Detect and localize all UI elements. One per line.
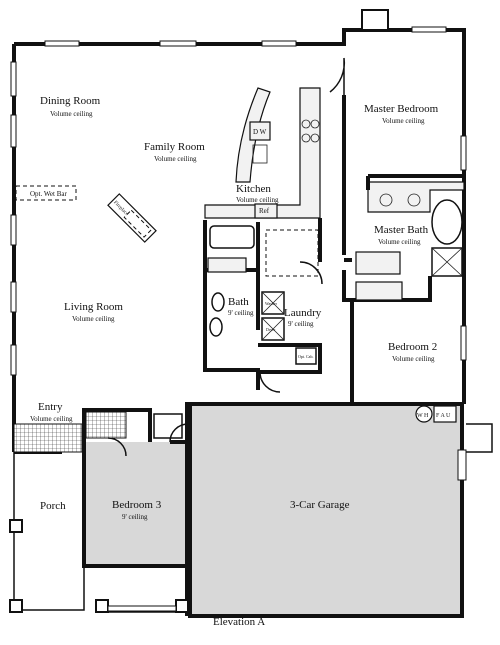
door-swing	[107, 437, 127, 457]
shower-mark	[431, 247, 463, 277]
door-swing	[329, 57, 346, 95]
bedroom2-label: Bedroom 2	[388, 341, 437, 353]
fireplace: Fireplace	[107, 193, 157, 243]
garage-label: 3-Car Garage	[290, 499, 350, 511]
bath-label: Bath	[228, 296, 249, 308]
refrigerator	[254, 203, 278, 219]
refrigerator-label: Ref	[259, 207, 270, 215]
master-closet-shelf	[355, 281, 403, 301]
porch-column	[175, 599, 189, 613]
porch-column	[95, 599, 109, 613]
family-room-note: Volume ceiling	[154, 155, 197, 163]
porch-column	[9, 599, 23, 613]
porch-column	[9, 519, 23, 533]
door-swing	[299, 261, 323, 285]
exterior-wall	[12, 28, 466, 618]
entry-label: Entry	[38, 401, 63, 413]
living-room-label: Living Room	[64, 301, 123, 313]
window	[10, 344, 17, 376]
dryer-label: Dryer	[266, 327, 276, 332]
window	[107, 605, 177, 612]
entry-note: Volume ceiling	[30, 415, 73, 423]
window	[411, 26, 447, 33]
bathtub	[209, 225, 255, 249]
wet-bar-label: Opt. Wet Bar	[30, 190, 67, 198]
entry-tile	[13, 423, 83, 453]
sink	[252, 144, 268, 164]
cabinet	[295, 347, 317, 365]
garage-floor	[190, 404, 462, 616]
dryer	[261, 317, 285, 341]
porch-label: Porch	[40, 500, 66, 512]
cooktop-burner	[310, 133, 320, 143]
wet-bar-outline	[15, 185, 77, 201]
window	[44, 40, 80, 47]
window	[261, 40, 297, 47]
laundry-label: Laundry	[284, 307, 322, 319]
dishwasher-label: D W	[253, 128, 267, 136]
porch-edge	[13, 452, 85, 611]
window	[460, 325, 467, 361]
chimney	[361, 9, 389, 31]
dryer-mark	[261, 317, 285, 341]
garage-side-door	[457, 449, 467, 481]
living-room-note: Volume ceiling	[72, 315, 115, 323]
kitchen-note: Volume ceiling	[236, 196, 279, 204]
door-swing	[169, 423, 189, 443]
bedroom3-closet-tile	[85, 411, 127, 439]
door-swing	[466, 423, 493, 453]
window	[10, 114, 17, 148]
elevation-label: Elevation A	[213, 616, 265, 628]
furnace-label: F A U	[436, 413, 451, 419]
washer-label: Washer	[265, 301, 278, 306]
family-room-label: Family Room	[144, 141, 205, 153]
window	[10, 61, 17, 97]
bedroom3-floor	[84, 442, 187, 566]
shower	[431, 247, 463, 277]
furnace	[433, 405, 457, 423]
water-heater-label: W H	[417, 413, 429, 419]
dining-room-note: Volume ceiling	[50, 110, 93, 118]
laundry-note: 9' ceiling	[288, 320, 314, 328]
master-bedroom-label: Master Bedroom	[364, 103, 439, 115]
bedroom3-note: 9' ceiling	[122, 513, 148, 521]
master-bath-label: Master Bath	[374, 224, 429, 236]
cooktop-burner	[310, 119, 320, 129]
interior-wall	[366, 174, 464, 190]
master-bedroom-note: Volume ceiling	[382, 117, 425, 125]
bath-vanity	[207, 257, 247, 273]
kitchen-counter	[204, 87, 321, 219]
dining-room-label: Dining Room	[40, 95, 101, 107]
bedroom3-closet	[153, 413, 183, 439]
window	[10, 214, 17, 246]
master-wc	[355, 251, 401, 275]
master-tub	[431, 199, 463, 245]
door-swing	[259, 371, 281, 393]
bedroom2-note: Volume ceiling	[392, 355, 435, 363]
washer-mark	[261, 291, 285, 315]
toilet	[209, 317, 223, 337]
window	[10, 281, 17, 313]
dishwasher	[249, 121, 271, 141]
water-heater	[415, 405, 433, 423]
bedroom3-label: Bedroom 3	[112, 499, 162, 511]
master-bath-note: Volume ceiling	[378, 238, 421, 246]
window	[460, 135, 467, 171]
washer	[261, 291, 285, 315]
cooktop-burner	[301, 133, 311, 143]
bath-note: 9' ceiling	[228, 309, 254, 317]
master-sink	[379, 193, 393, 207]
master-sink	[407, 193, 421, 207]
kitchen-label: Kitchen	[236, 183, 271, 195]
toilet	[211, 292, 225, 312]
pantry-outline	[265, 229, 319, 277]
window	[159, 40, 197, 47]
cooktop-burner	[301, 119, 311, 129]
cabinet-label: Opt. Cab.	[298, 354, 313, 359]
master-bath-vanity	[367, 181, 465, 213]
